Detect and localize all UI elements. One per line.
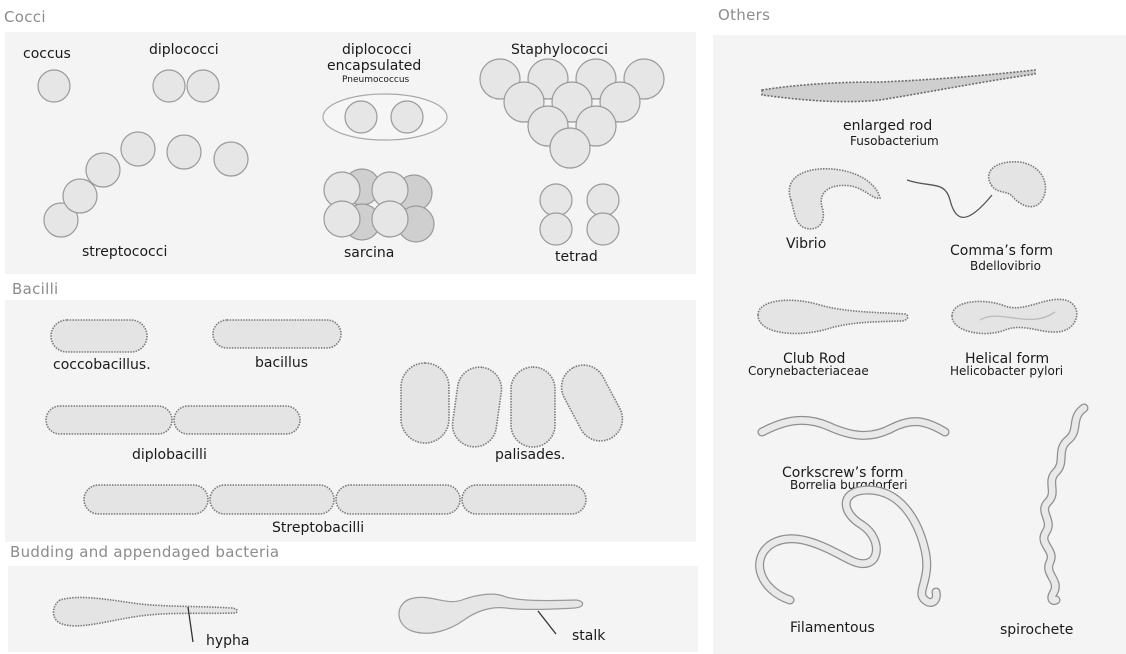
vibrio-cell	[789, 169, 880, 229]
label-bacillus: bacillus	[255, 355, 308, 371]
label-helicobacter: Helicobacter pylori	[950, 364, 1063, 378]
palisade-cell	[511, 367, 555, 447]
label-commas-form: Comma’s form	[950, 243, 1053, 259]
label-vibrio: Vibrio	[786, 236, 826, 252]
streptobacilli-cell	[84, 485, 208, 514]
tetrad-figure	[540, 184, 619, 245]
label-streptobacilli: Streptobacilli	[272, 520, 364, 536]
coccus-cell	[38, 70, 70, 102]
streptobacilli-cell	[210, 485, 334, 514]
diplococci-cell	[187, 70, 219, 102]
streptobacilli-figure	[84, 485, 586, 514]
label-tetrad: tetrad	[555, 249, 598, 265]
corkscrew-cell	[762, 420, 945, 435]
club-rod-cell	[758, 300, 908, 333]
palisade-cell	[450, 364, 505, 449]
tetrad-cell	[587, 184, 619, 216]
enlarged-rod-figure	[762, 70, 1035, 102]
strep-cell	[214, 142, 248, 176]
staph-cell	[550, 128, 590, 168]
strep-cell	[86, 153, 120, 187]
label-streptococci: streptococci	[82, 244, 167, 260]
encapsulated-diplococci-figure	[323, 94, 447, 140]
strep-cell	[121, 132, 155, 166]
encapsulated-cell	[345, 101, 377, 133]
label-coccus: coccus	[23, 46, 71, 62]
vibrio-figure	[789, 169, 880, 229]
label-borrelia: Borrelia burgdorferi	[790, 478, 908, 492]
stalk-figure	[399, 594, 583, 634]
diplobacilli-cell	[46, 406, 172, 434]
hypha-cell	[54, 597, 238, 625]
strep-cell	[167, 135, 201, 169]
diplobacilli-cell	[174, 406, 300, 434]
bacillus-cell	[213, 320, 341, 348]
encapsulated-cell	[391, 101, 423, 133]
label-diplococci: diplococci	[149, 42, 219, 58]
label-corynebacteriaceae: Corynebacteriaceae	[748, 364, 869, 378]
flagellum	[907, 180, 992, 217]
commas-form-figure	[907, 162, 1046, 218]
streptobacilli-cell	[336, 485, 460, 514]
palisade-cell	[554, 357, 630, 448]
helical-form-figure	[952, 299, 1077, 333]
streptobacilli-cell	[462, 485, 586, 514]
label-spirochete: spirochete	[1000, 622, 1073, 638]
label-hypha: hypha	[206, 633, 250, 649]
filamentous-figure	[760, 490, 937, 602]
label-sarcina: sarcina	[344, 245, 394, 261]
coccobacillus-cell	[51, 320, 147, 352]
label-diplococci-encapsulated-2: encapsulated	[327, 58, 421, 74]
club-rod-figure	[758, 300, 908, 333]
tetrad-cell	[587, 213, 619, 245]
helical-form-cell	[952, 299, 1077, 333]
label-fusobacterium: Fusobacterium	[850, 134, 939, 148]
spirochete-figure	[1044, 408, 1084, 601]
label-diplococci-encapsulated-1: diplococci	[342, 42, 412, 58]
label-enlarged-rod: enlarged rod	[843, 118, 932, 134]
commas-form-cell	[989, 162, 1046, 207]
label-pneumococcus: Pneumococcus	[342, 75, 410, 85]
label-diplobacilli: diplobacilli	[132, 447, 207, 463]
label-coccobacillus: coccobacillus.	[53, 357, 151, 373]
label-filamentous: Filamentous	[790, 620, 875, 636]
label-bdellovibrio: Bdellovibrio	[970, 259, 1041, 273]
staphylococci-figure	[480, 59, 664, 168]
spirochete-cell	[1044, 408, 1084, 601]
label-staphylococci: Staphylococci	[511, 42, 608, 58]
stalk-pointer	[538, 611, 556, 634]
enlarged-rod-cell	[762, 70, 1035, 102]
stalk-cell	[399, 594, 583, 633]
tetrad-cell	[540, 213, 572, 245]
sarcina-cell	[324, 201, 360, 237]
sarcina-figure	[324, 169, 434, 242]
corkscrew-figure	[762, 420, 945, 435]
palisades-figure	[401, 357, 630, 449]
diplococci-figure	[153, 70, 219, 102]
strep-cell	[63, 179, 97, 213]
capsule	[323, 94, 447, 140]
sarcina-cell	[372, 201, 408, 237]
palisade-cell	[401, 363, 449, 443]
coccus-figure	[38, 70, 70, 102]
label-stalk: stalk	[572, 628, 606, 644]
diplobacilli-figure	[46, 406, 300, 434]
label-palisades: palisades.	[495, 447, 565, 463]
tetrad-cell	[540, 184, 572, 216]
streptococci-figure	[44, 132, 248, 237]
diplococci-cell	[153, 70, 185, 102]
